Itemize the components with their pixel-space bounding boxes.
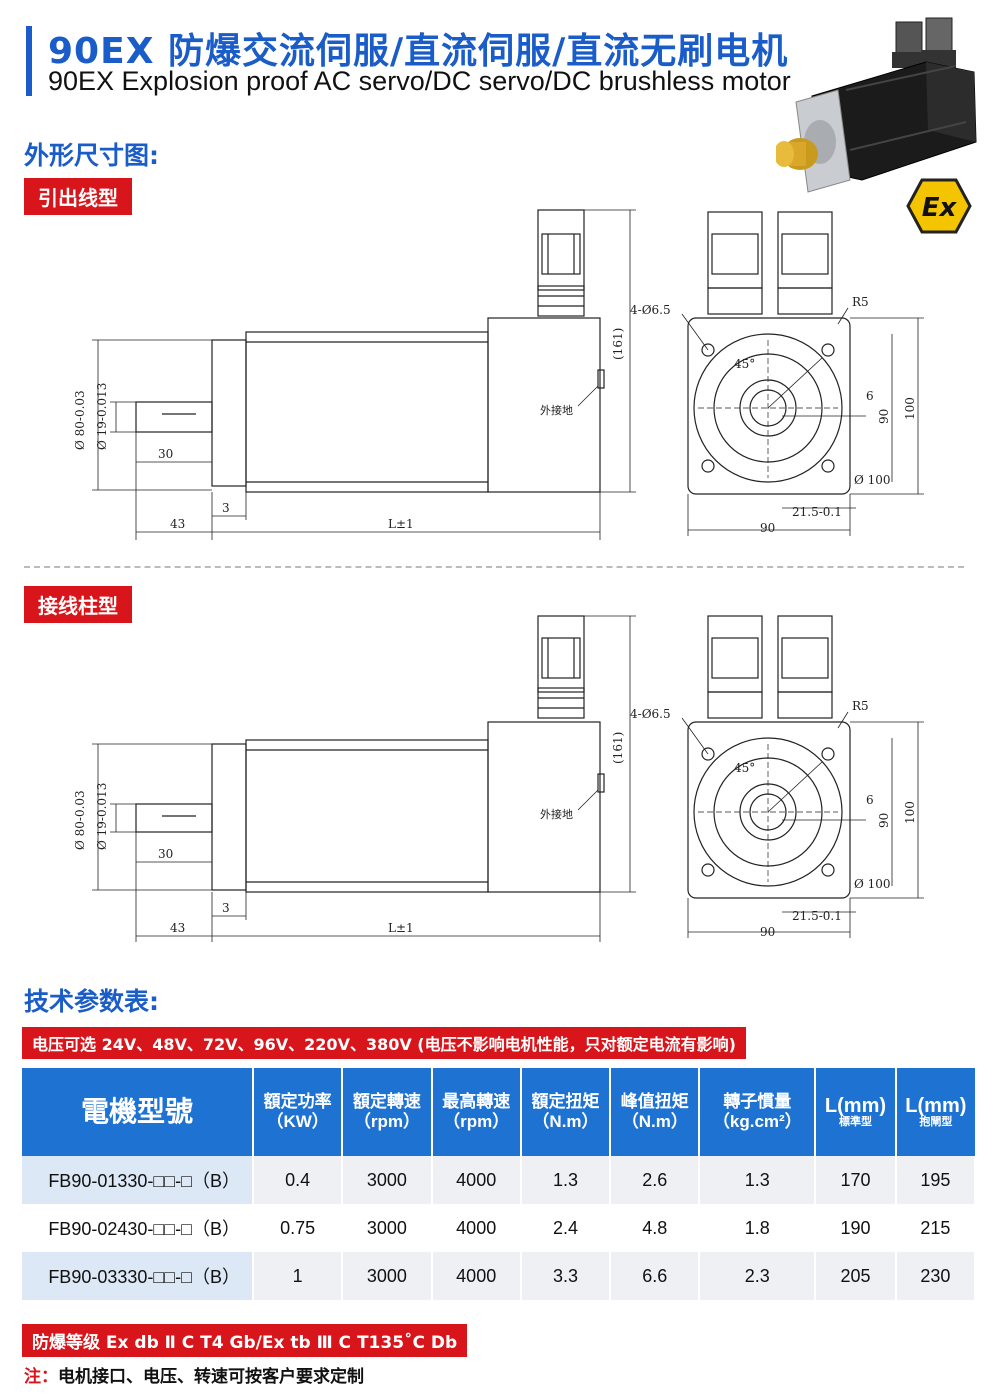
spec-table-header-row: 電機型號 額定功率（KW） 額定轉速（rpm） 最高轉速（rpm） 額定扭矩（N… bbox=[22, 1068, 975, 1156]
col-header-rated-torque: 額定扭矩（N.m） bbox=[520, 1068, 612, 1156]
spec-table: 電機型號 額定功率（KW） 額定轉速（rpm） 最高轉速（rpm） 額定扭矩（N… bbox=[22, 1068, 977, 1300]
dim-d19: Ø 19-0.013 bbox=[95, 383, 109, 450]
voltage-options-line: 电压可选 24V、48V、72V、96V、220V、380V (电压不影响电机性… bbox=[22, 1027, 746, 1059]
dim-key-height: 21.5-0.1 bbox=[792, 505, 842, 519]
variant-lead-wire-tag: 引出线型 bbox=[24, 178, 132, 215]
dim-flange-thickness: 3 bbox=[222, 501, 230, 515]
dim-front-length: 43 bbox=[170, 517, 185, 531]
section-dimensions-heading: 外形尺寸图: bbox=[24, 141, 159, 170]
col-header-model: 電機型號 bbox=[22, 1068, 254, 1156]
dim-width: 90 bbox=[760, 925, 775, 939]
ground-label: 外接地 bbox=[540, 404, 573, 417]
footnote-lead: 注： bbox=[24, 1367, 58, 1387]
end-view-drawing-terminal: 4-Ø6.5 R5 45° 6 90 100 Ø 100 21.5-0.1 90 bbox=[630, 615, 924, 939]
footnote-text: 电机接口、电压、转速可按客户要求定制 bbox=[58, 1367, 364, 1387]
col-header-peak-torque: 峰值扭矩（N.m） bbox=[610, 1068, 701, 1156]
side-view-drawing-terminal: Ø 80-0.03 Ø 19-0.013 30 3 43 L±1 (161) 外… bbox=[73, 615, 636, 942]
dim-front-length: 43 bbox=[170, 921, 185, 935]
side-view-drawing-lead: Ø 80-0.03 Ø 19-0.013 30 3 43 L±1 (161) 外… bbox=[73, 209, 636, 540]
ex-mark-icon: Ex bbox=[906, 178, 972, 234]
variant-terminal-tag: 接线柱型 bbox=[24, 586, 132, 623]
col-header-max-speed: 最高轉速（rpm） bbox=[431, 1068, 522, 1156]
dim-key-width: 6 bbox=[866, 389, 874, 403]
dim-height: (161) bbox=[611, 732, 625, 764]
dim-radius: R5 bbox=[852, 699, 869, 713]
dim-key-height: 21.5-0.1 bbox=[792, 909, 842, 923]
dim-overall: 100 bbox=[903, 397, 917, 420]
page-title: 90EX 防爆交流伺服/直流伺服/直流无刷电机 bbox=[48, 31, 789, 72]
dim-d19: Ø 19-0.013 bbox=[95, 783, 109, 850]
dim-mount-holes: 4-Ø6.5 bbox=[630, 303, 671, 317]
dim-pcd: Ø 100 bbox=[854, 877, 891, 891]
table-row: FB90-01330-□□-□（B） 0.4 3000 4000 1.3 2.6… bbox=[22, 1156, 977, 1204]
dim-angle: 45° bbox=[734, 357, 755, 371]
dim-overall: 100 bbox=[903, 801, 917, 824]
dim-width: 90 bbox=[760, 521, 775, 535]
dim-pilot: 90 bbox=[877, 813, 891, 828]
col-header-length-standard: L(mm)標準型 bbox=[815, 1068, 897, 1156]
dim-d80: Ø 80-0.03 bbox=[73, 790, 87, 850]
footnote: 注：电机接口、电压、转速可按客户要求定制 bbox=[24, 1362, 364, 1387]
col-header-length-brake: L(mm)抱閘型 bbox=[895, 1068, 975, 1156]
dim-pilot: 90 bbox=[877, 409, 891, 424]
col-header-rated-power: 額定功率（KW） bbox=[253, 1068, 344, 1156]
dim-pcd: Ø 100 bbox=[854, 473, 891, 487]
ground-label: 外接地 bbox=[540, 808, 573, 821]
motor-product-image bbox=[776, 17, 977, 193]
dim-height: (161) bbox=[611, 328, 625, 360]
dim-flange-thickness: 3 bbox=[222, 901, 230, 915]
table-row: FB90-02430-□□-□（B） 0.75 3000 4000 2.4 4.… bbox=[22, 1204, 977, 1252]
dim-body-length: L±1 bbox=[388, 517, 414, 531]
dim-body-length: L±1 bbox=[388, 921, 414, 935]
dim-shaft-length: 30 bbox=[158, 447, 173, 461]
col-header-rated-speed: 額定轉速（rpm） bbox=[342, 1068, 433, 1156]
dim-d80: Ø 80-0.03 bbox=[73, 390, 87, 450]
title-accent-bar bbox=[26, 26, 32, 96]
explosion-grade-line: 防爆等级 Ex db Ⅱ C T4 Gb/Ex tb Ⅲ C T135˚C Db bbox=[22, 1324, 468, 1357]
dim-shaft-length: 30 bbox=[158, 847, 173, 861]
dim-angle: 45° bbox=[734, 761, 755, 775]
end-view-drawing-lead: 4-Ø6.5 R5 45° 6 90 100 Ø 100 21.5-0.1 90 bbox=[630, 211, 924, 536]
dim-key-width: 6 bbox=[866, 793, 874, 807]
section-params-heading: 技术参数表: bbox=[24, 987, 159, 1016]
page-subtitle: 90EX Explosion proof AC servo/DC servo/D… bbox=[48, 66, 791, 96]
dim-mount-holes: 4-Ø6.5 bbox=[630, 707, 671, 721]
ex-mark-text: Ex bbox=[922, 193, 958, 223]
col-header-rotor-inertia: 轉子慣量（kg.cm²） bbox=[699, 1068, 817, 1156]
section-divider bbox=[24, 566, 964, 568]
dim-radius: R5 bbox=[852, 295, 869, 309]
table-row: FB90-03330-□□-□（B） 1 3000 4000 3.3 6.6 2… bbox=[22, 1252, 977, 1300]
